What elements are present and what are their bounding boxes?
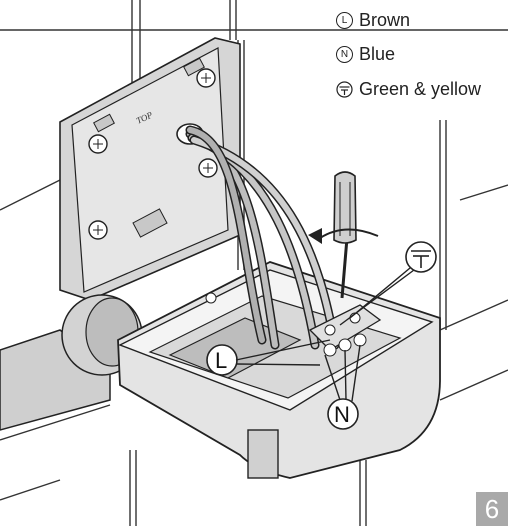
legend-brown: L Brown xyxy=(336,10,410,31)
legend-brown-label: Brown xyxy=(359,10,411,30)
rotation-arrow xyxy=(319,228,379,239)
terminal-block xyxy=(308,304,382,357)
svg-text:L: L xyxy=(215,348,227,373)
plate-screw-top-right xyxy=(196,68,216,88)
earth-callout xyxy=(339,241,437,326)
plate-screw-bottom-left xyxy=(88,220,108,240)
junction-box xyxy=(117,261,441,479)
legend-blue-label: Blue xyxy=(359,44,396,64)
neutral-callout: N xyxy=(324,344,361,430)
live-callout: L xyxy=(206,339,331,376)
mounting-back-plate: TOP xyxy=(59,37,241,301)
live-symbol-icon: L xyxy=(336,12,353,29)
box-clip xyxy=(247,429,279,479)
legend-blue: N Blue xyxy=(336,44,395,65)
svg-text:N: N xyxy=(334,402,350,427)
legend-green-yellow-label: Green & yellow xyxy=(359,79,482,99)
screwdriver xyxy=(333,171,357,299)
earth-symbol-icon xyxy=(336,81,353,98)
neutral-symbol-icon: N xyxy=(336,46,353,63)
plate-screw-top-left xyxy=(88,134,108,154)
plate-screw-mid-right xyxy=(198,158,218,178)
legend-green-yellow: Green & yellow xyxy=(336,79,481,100)
step-number-badge: 6 xyxy=(476,492,508,526)
towel-rail-end xyxy=(0,294,143,431)
power-cables xyxy=(185,125,340,350)
